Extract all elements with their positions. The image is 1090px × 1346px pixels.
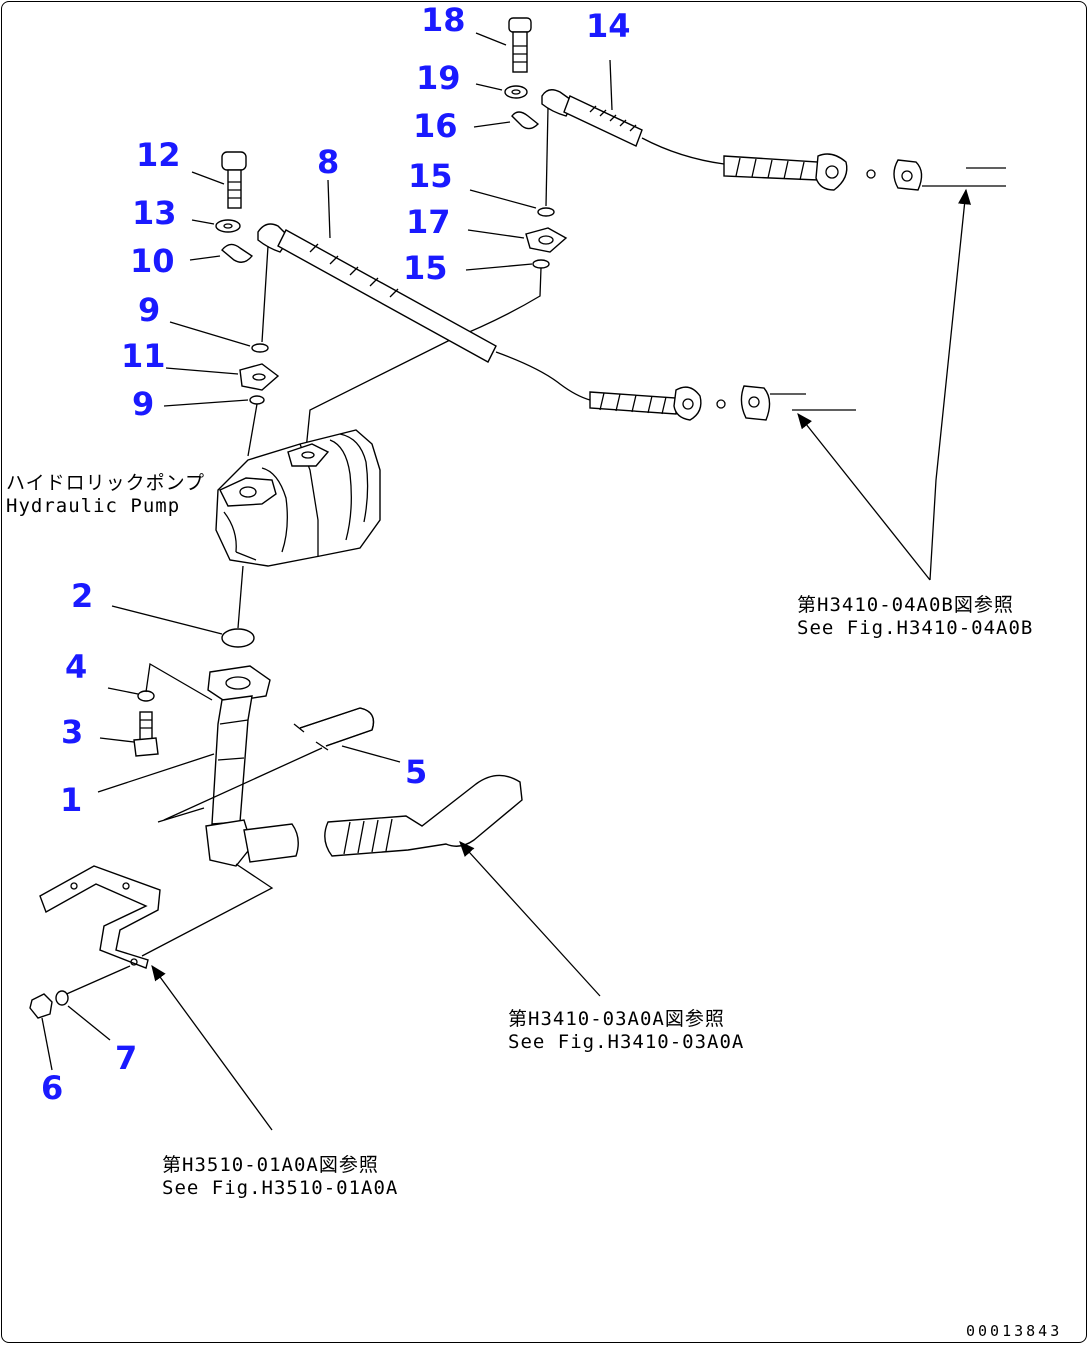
part-8-hose [257, 223, 856, 421]
part-15-o-ring-b [532, 259, 550, 269]
centerline-upper-port [305, 267, 542, 451]
callout-2[interactable]: 2 [71, 577, 94, 615]
callout-5[interactable]: 5 [405, 753, 428, 791]
callout-9a[interactable]: 9 [138, 291, 161, 329]
part-3-bolt [133, 711, 159, 757]
centerline-bracket-bolt [61, 965, 131, 997]
reference-note-01a0a[interactable]: 第H3510-01A0A図参照 See Fig.H3510-01A0A [162, 1154, 398, 1200]
part-10-split-flange [221, 243, 254, 263]
callout-11[interactable]: 11 [121, 337, 166, 375]
leader-9b [163, 399, 249, 407]
callout-3[interactable]: 3 [61, 713, 84, 751]
leader-12 [191, 171, 225, 185]
callout-14[interactable]: 14 [586, 7, 631, 45]
leader-8 [327, 179, 331, 239]
centerline-top-flange [545, 107, 549, 207]
part-1-suction-tube [205, 665, 299, 867]
ref-arrow-03a0a [459, 841, 601, 997]
leader-17 [467, 229, 525, 239]
reference-note-04a0b-en: See Fig.H3410-04A0B [797, 617, 1034, 639]
callout-15a[interactable]: 15 [408, 157, 453, 195]
leader-15b [465, 263, 533, 271]
centerline-pump-port [247, 403, 258, 457]
part-12-bolt [221, 151, 247, 209]
part-17-flange [525, 227, 568, 253]
centerline-lower-flange [261, 245, 269, 343]
leader-6 [41, 1017, 53, 1071]
callout-8[interactable]: 8 [317, 143, 340, 181]
pump-label: ハイドロリックポンプ Hydraulic Pump [6, 472, 205, 518]
callout-16[interactable]: 16 [413, 107, 458, 145]
centerline-suction [237, 565, 244, 629]
callout-4[interactable]: 4 [65, 648, 88, 686]
callout-17[interactable]: 17 [406, 203, 451, 241]
part-9-o-ring-b [249, 395, 265, 405]
part-7-washer [55, 990, 69, 1006]
leader-3 [99, 737, 135, 743]
part-19-washer [504, 85, 528, 99]
ref-arrow-04a0b-a [929, 188, 971, 581]
callout-6[interactable]: 6 [41, 1069, 64, 1107]
leader-4-tie [145, 662, 213, 701]
ref-arrow-04a0b-b [797, 412, 931, 581]
leader-4 [107, 687, 139, 695]
reference-note-03a0a[interactable]: 第H3410-03A0A図参照 See Fig.H3410-03A0A [508, 1008, 744, 1054]
part-15-o-ring-a [537, 207, 555, 217]
callout-7[interactable]: 7 [115, 1039, 138, 1077]
leader-19 [475, 83, 503, 91]
pump-label-en: Hydraulic Pump [6, 495, 181, 517]
callout-19[interactable]: 19 [416, 59, 461, 97]
callout-1[interactable]: 1 [60, 781, 83, 819]
part-11-flange [239, 363, 280, 391]
leader-11 [165, 367, 239, 375]
leader-7 [67, 1005, 111, 1041]
part-16-split-flange [511, 111, 540, 130]
callout-12[interactable]: 12 [136, 136, 181, 174]
part-18-bolt [508, 17, 532, 73]
reference-note-03a0a-jp: 第H3410-03A0A図参照 [508, 1008, 725, 1030]
leader-2 [111, 605, 223, 635]
part-9-o-ring-a [251, 343, 269, 353]
leader-9a [169, 321, 251, 347]
leader-13 [191, 219, 215, 225]
ref-arrow-01a0a [151, 964, 273, 1131]
reference-note-04a0b[interactable]: 第H3410-04A0B図参照 See Fig.H3410-04A0B [797, 594, 1033, 640]
part-5-u-bolt [293, 707, 375, 751]
pump-label-jp: ハイドロリックポンプ [6, 472, 206, 494]
hydraulic-pump [215, 429, 381, 567]
callout-18[interactable]: 18 [421, 1, 466, 39]
part-6-nut [29, 993, 53, 1019]
leader-16 [473, 121, 511, 128]
part-4-washer [137, 690, 155, 702]
callout-13[interactable]: 13 [132, 194, 177, 232]
reference-note-03a0a-en: See Fig.H3410-03A0A [508, 1031, 745, 1053]
reference-note-04a0b-jp: 第H3410-04A0B図参照 [797, 594, 1014, 616]
leader-10 [189, 255, 221, 261]
leader-14 [609, 59, 613, 111]
bracket [39, 865, 161, 969]
drawing-number: 00013843 [966, 1322, 1063, 1340]
leader-15a [469, 189, 537, 209]
leader-1 [97, 753, 215, 793]
part-13-washer [215, 219, 241, 233]
part-14-hose [541, 89, 1006, 191]
callout-15b[interactable]: 15 [403, 249, 448, 287]
reference-note-01a0a-en: See Fig.H3510-01A0A [162, 1177, 399, 1199]
leader-18 [475, 32, 507, 46]
leader-5-tie [163, 747, 323, 821]
reference-note-01a0a-jp: 第H3510-01A0A図参照 [162, 1154, 379, 1176]
part-2-o-ring [221, 628, 255, 648]
callout-9b[interactable]: 9 [132, 385, 155, 423]
callout-10[interactable]: 10 [130, 242, 175, 280]
leader-5 [341, 745, 401, 763]
